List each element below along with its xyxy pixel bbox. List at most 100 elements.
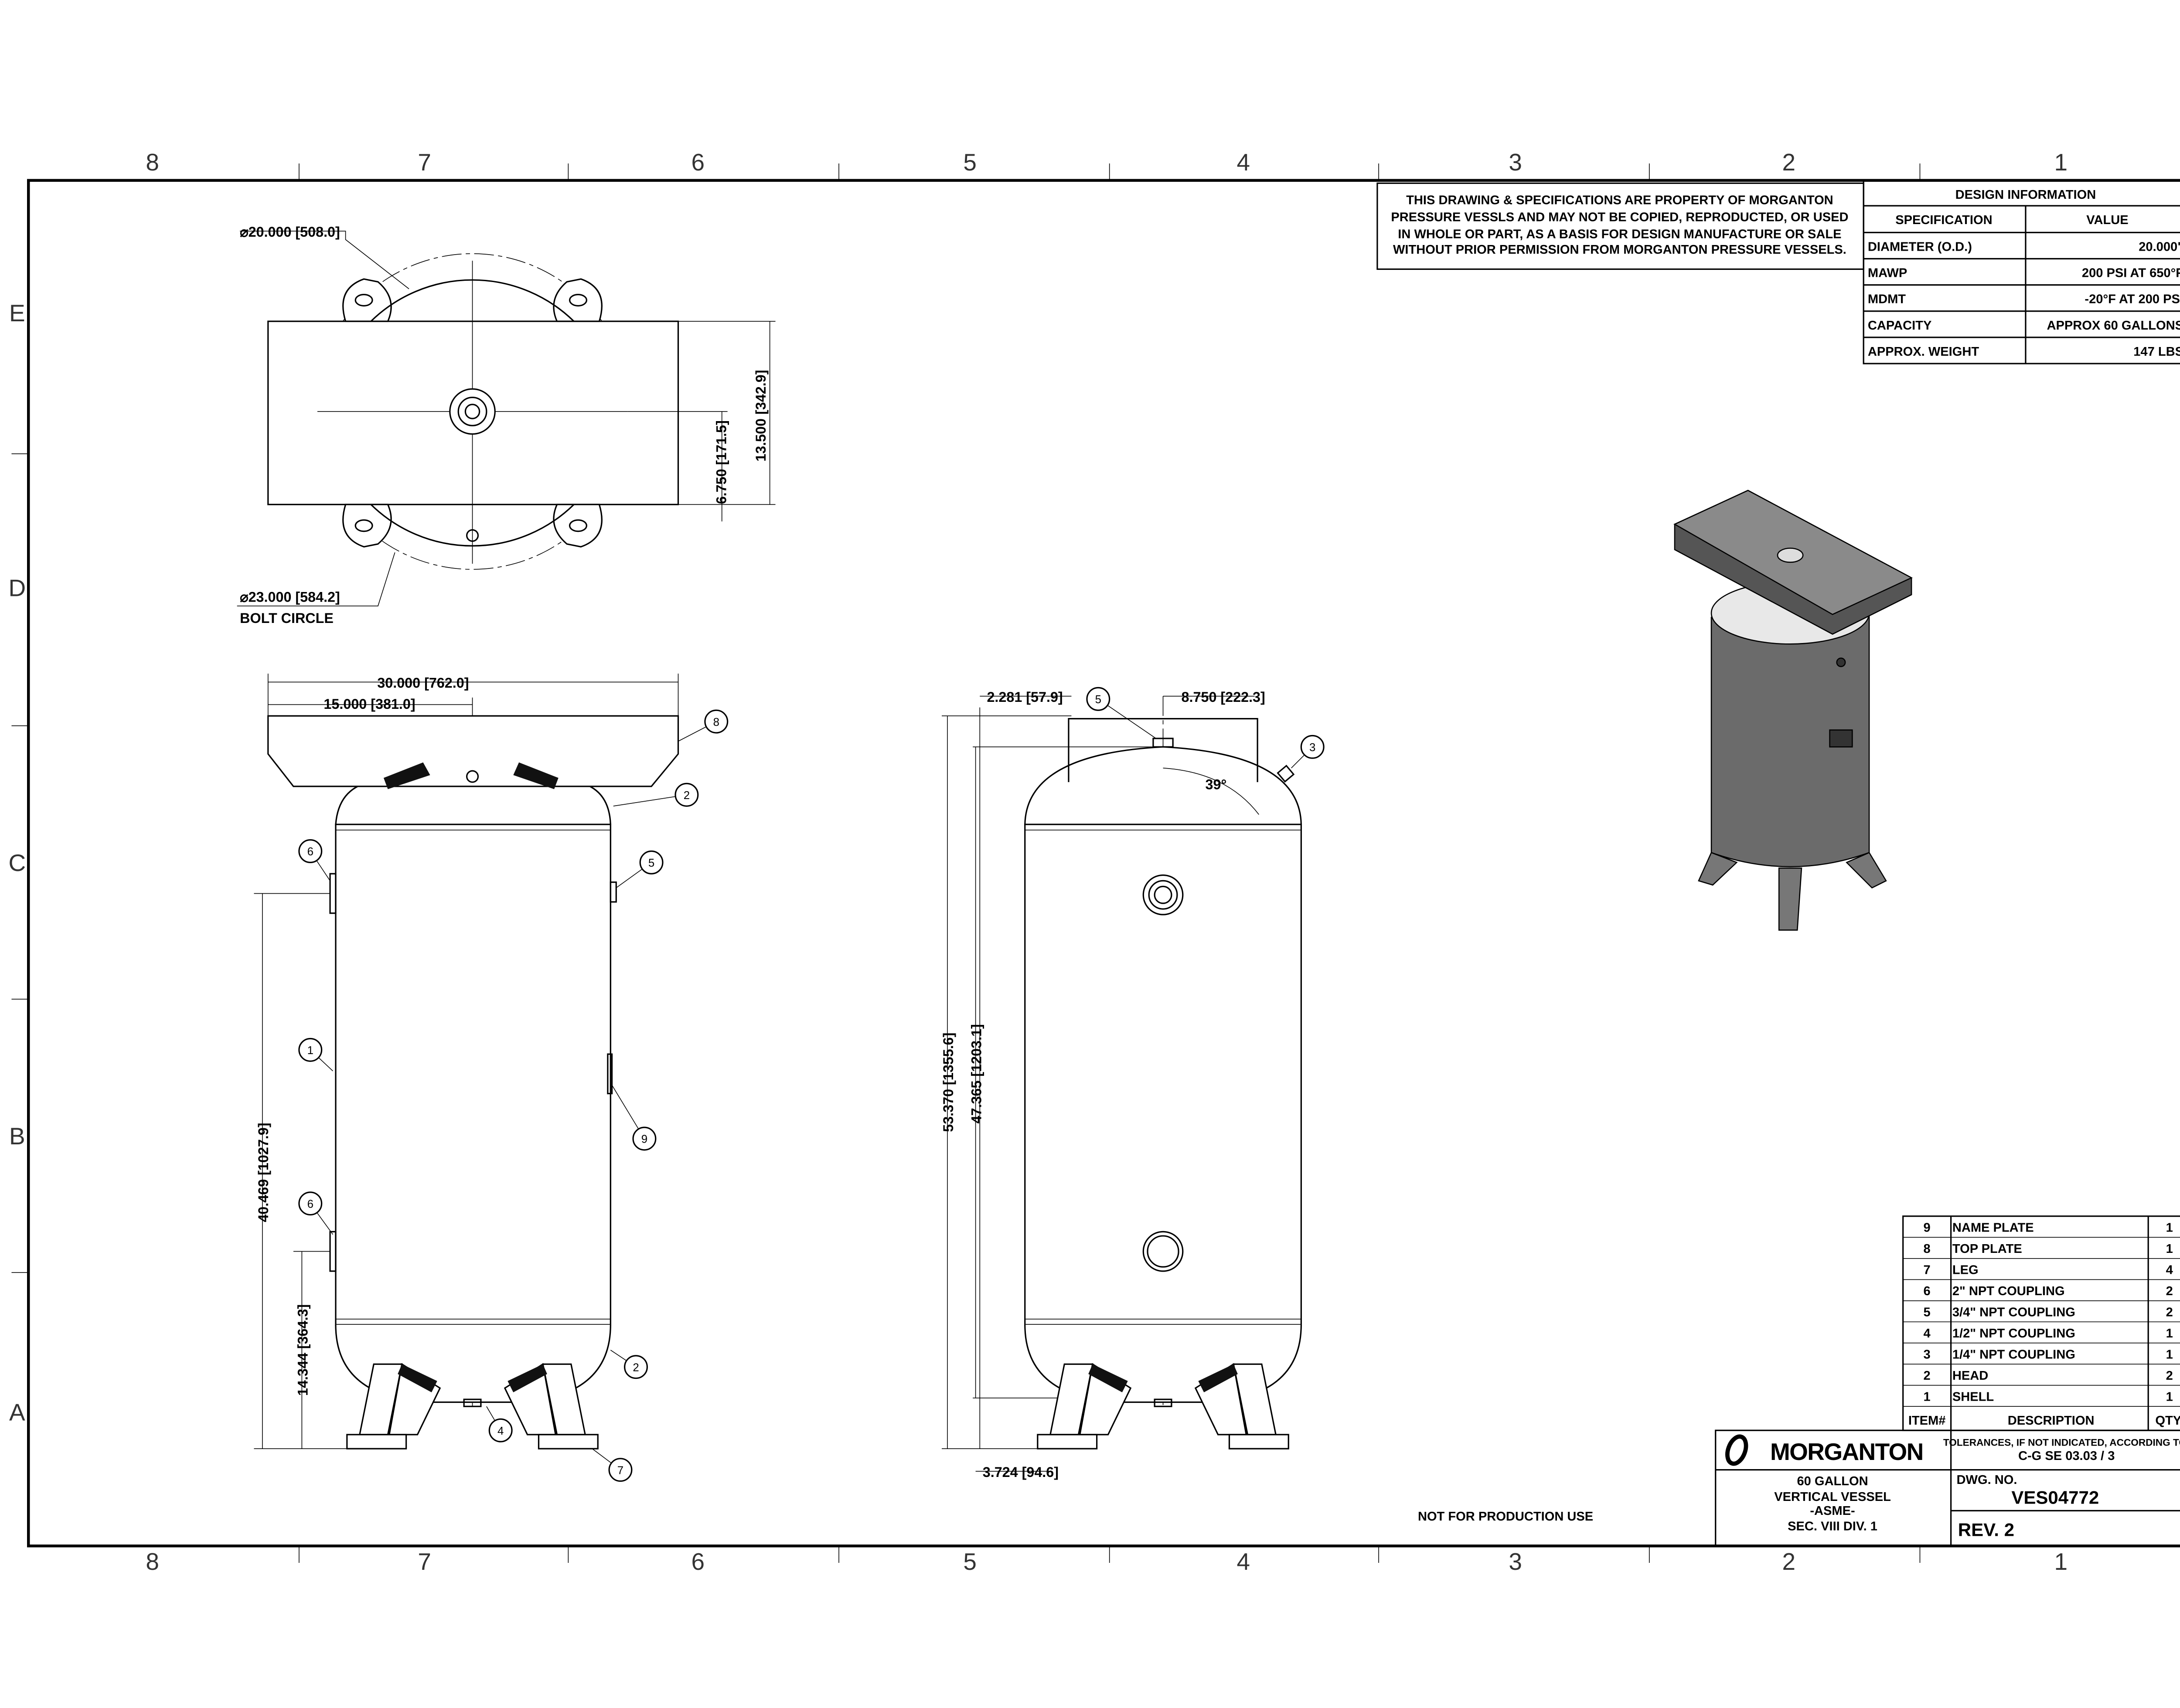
revision: REV. 2 — [1958, 1520, 2014, 1540]
zone-column-label: 4 — [1237, 149, 1250, 176]
item-balloon: 8 — [678, 709, 729, 742]
zone-column-label: 6 — [691, 1548, 705, 1575]
dim-plate-length: 30.000 [762.0] — [377, 675, 469, 691]
zone-row-label: C — [9, 849, 26, 876]
description-line: VERTICAL VESSEL — [1774, 1490, 1891, 1504]
design-info-row: MDMT -20°F AT 200 PSI — [1868, 293, 2180, 306]
item-qty: 1 — [2166, 1347, 2173, 1361]
item-description: 2" NPT COUPLING — [1952, 1284, 2065, 1298]
design-info-title: DESIGN INFORMATION — [1955, 188, 2096, 202]
property-notice: THIS DRAWING & SPECIFICATIONS ARE PROPER… — [1376, 182, 1864, 270]
dwg-label: DWG. NO. — [1957, 1473, 2017, 1487]
dim-bolt-circle: ⌀23.000 [584.2] — [240, 589, 340, 605]
title-block: MORGANTON TOLERANCES, IF NOT INDICATED, … — [1715, 1429, 2180, 1547]
dim-plate-half: 15.000 [381.0] — [324, 696, 415, 712]
zone-row-label: A — [9, 1399, 25, 1426]
item-description: TOP PLATE — [1952, 1242, 2022, 1256]
zone-column-label: 2 — [1782, 1548, 1796, 1575]
design-info-table: DESIGN INFORMATION SPECIFICATION VALUE D… — [1863, 180, 2180, 364]
item-qty: 2 — [2166, 1369, 2173, 1383]
item-qty: 2 — [2166, 1305, 2173, 1319]
zone-column-label: 4 — [1237, 1548, 1250, 1575]
balloon-number: 5 — [648, 857, 654, 869]
item-description: LEG — [1952, 1263, 1979, 1277]
item-description: SHELL — [1952, 1390, 1994, 1404]
notice-line: PRESSURE VESSLS AND MAY NOT BE COPIED, R… — [1391, 211, 1848, 225]
zone-column-label: 8 — [146, 1548, 159, 1575]
dim-plate-width: 13.500 [342.9] — [753, 370, 769, 462]
balloon-number: 3 — [1309, 742, 1315, 754]
item-qty: 1 — [2166, 1221, 2173, 1235]
zone-row-label: B — [9, 1123, 25, 1150]
front-view: 30.000 [762.0] 15.000 [381.0] 40.469 [10… — [254, 674, 679, 1449]
zone-column-label: 5 — [963, 1548, 977, 1575]
spec-name: MDMT — [1868, 293, 1906, 306]
item-balloon: 3 — [1291, 735, 1325, 769]
tolerance-label: TOLERANCES, IF NOT INDICATED, ACCORDING … — [1943, 1437, 2180, 1448]
spec-value: -20°F AT 200 PSI — [2085, 293, 2180, 306]
spec-value: 147 LBS — [2133, 345, 2180, 359]
isometric-view — [1673, 490, 1913, 931]
zone-column-label: 3 — [1509, 1548, 1522, 1575]
zone-column-label: 1 — [2054, 149, 2068, 176]
morganton-logo: MORGANTON — [1725, 1434, 1924, 1466]
balloon-number: 5 — [1095, 694, 1101, 706]
zone-column-label: 5 — [963, 149, 977, 176]
item-number: 7 — [1924, 1263, 1931, 1277]
zone-column-label: 2 — [1782, 149, 1796, 176]
balloon-number: 6 — [307, 1198, 313, 1210]
item-balloon: 6 — [298, 839, 330, 881]
value-header: VALUE — [2086, 213, 2128, 227]
item-number: 9 — [1924, 1221, 1931, 1235]
item-number: 1 — [1924, 1390, 1931, 1404]
side-view: 2.281 [57.9] 8.750 [222.3] 53.370 [1355.… — [940, 689, 1302, 1480]
item-balloon: 9 — [611, 1085, 657, 1151]
spec-name: DIAMETER (O.D.) — [1868, 240, 1972, 254]
dim-top-offset: 2.281 [57.9] — [987, 689, 1063, 705]
item-qty: 2 — [2166, 1284, 2173, 1298]
item-description: NAME PLATE — [1952, 1221, 2034, 1235]
zone-markers: 8877665544332211EEDDCCBBAA — [9, 149, 2068, 1575]
logo-text: MORGANTON — [1770, 1438, 1923, 1465]
item-number: 3 — [1924, 1347, 1931, 1361]
spec-value: 200 PSI AT 650°F — [2082, 266, 2180, 280]
top-view: 13.500 [342.9] 6.750 [171.5] ⌀20.000 [50… — [237, 224, 776, 626]
spec-value: APPROX 60 GALLONS — [2047, 319, 2180, 333]
item-balloon: 2 — [610, 1350, 648, 1379]
zone-column-label: 3 — [1509, 149, 1522, 176]
balloon-number: 1 — [307, 1045, 313, 1057]
zone-column-label: 1 — [2054, 1548, 2068, 1575]
item-balloon: 4 — [486, 1406, 513, 1443]
zone-row-label: D — [9, 574, 26, 601]
description-line: -ASME- — [1810, 1504, 1855, 1518]
dim-coupling-lower: 14.344 [364.3] — [295, 1304, 310, 1396]
item-description: 3/4" NPT COUPLING — [1952, 1305, 2075, 1319]
balloon-number: 2 — [684, 789, 690, 802]
parts-header: DESCRIPTION — [2008, 1414, 2095, 1428]
zone-column-label: 7 — [418, 1548, 431, 1575]
dim-coupling-offset: 8.750 [222.3] — [1182, 689, 1265, 705]
spec-header: SPECIFICATION — [1895, 213, 1992, 227]
description-line: SEC. VIII DIV. 1 — [1788, 1520, 1877, 1534]
notice-line: WITHOUT PRIOR PERMISSION FROM MORGANTON … — [1393, 243, 1846, 257]
tolerance-value: C-G SE 03.03 / 3 — [2018, 1449, 2115, 1463]
balloon-number: 9 — [641, 1133, 647, 1146]
dim-angle: 39° — [1206, 776, 1227, 792]
drawing-border — [27, 179, 2180, 1548]
parts-header: QTY. — [2155, 1414, 2180, 1428]
item-balloon: 5 — [1086, 687, 1156, 739]
item-balloon: 5 — [616, 850, 664, 888]
item-balloon: 2 — [613, 783, 699, 807]
notice-line: IN WHOLE OR PART, AS A BASIS FOR DESIGN … — [1398, 227, 1841, 241]
item-balloon: 1 — [298, 1038, 334, 1072]
